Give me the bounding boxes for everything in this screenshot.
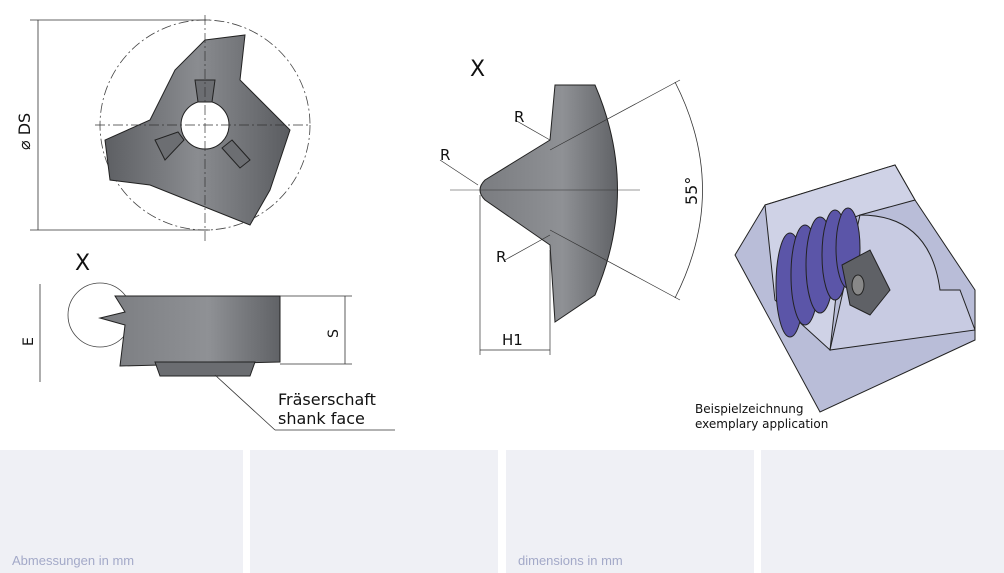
info-panel-1: Abmessungen in mm	[0, 450, 243, 573]
example-label-en: exemplary application	[695, 417, 828, 431]
e-dimension-label: E	[21, 337, 37, 346]
example-application-illustration: Beispielzeichnung exemplary application	[695, 164, 976, 431]
example-label-de: Beispielzeichnung	[695, 402, 804, 416]
h1-dimension-label: H1	[502, 331, 523, 349]
angle-label: 55°	[682, 177, 701, 205]
insert-side-view: X E S Fräserschaft shank face	[21, 251, 395, 431]
technical-drawing: ⌀ DS X E S Fräserschaft shank face X H1 …	[15, 15, 976, 431]
shank-label-de: Fräserschaft	[278, 390, 376, 409]
detail-x-label: X	[470, 57, 485, 82]
radius-label-1: R	[514, 108, 524, 126]
info-panel-2	[250, 450, 498, 573]
info-panel-3: dimensions in mm	[506, 450, 754, 573]
info-panel-4	[761, 450, 1004, 573]
detail-x-view: X H1 55° R R R	[439, 57, 703, 355]
radius-label-2: R	[440, 146, 450, 164]
view-x-label: X	[75, 251, 90, 276]
panel-caption: Abmessungen in mm	[12, 553, 135, 568]
s-dimension-label: S	[326, 329, 342, 338]
insert-top-view: ⌀ DS	[15, 15, 311, 242]
shank-label-en: shank face	[278, 409, 365, 428]
panel-caption: dimensions in mm	[518, 553, 623, 568]
ds-dimension-label: ⌀ DS	[15, 113, 34, 150]
radius-label-3: R	[496, 248, 506, 266]
